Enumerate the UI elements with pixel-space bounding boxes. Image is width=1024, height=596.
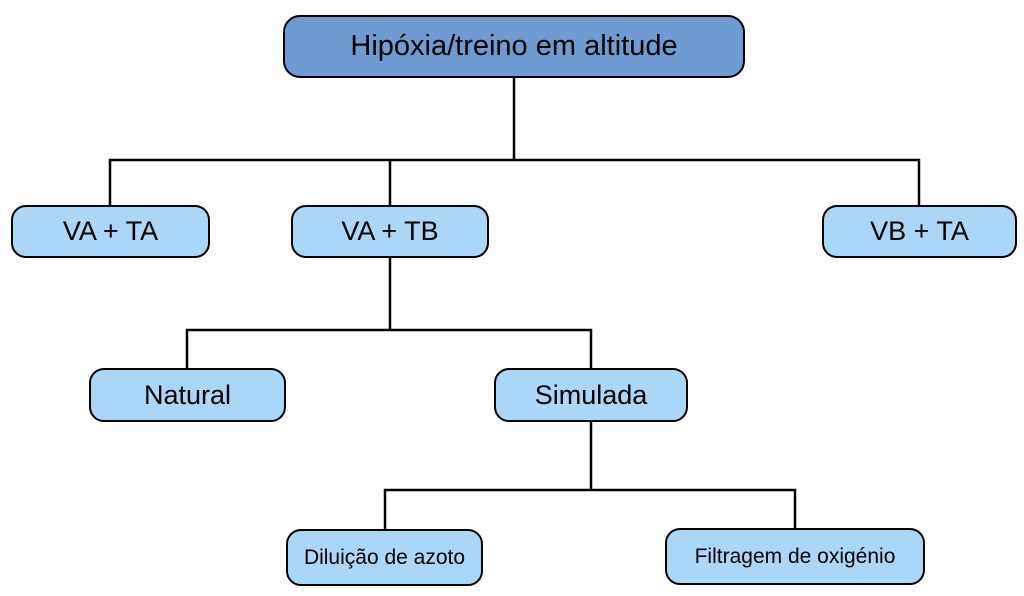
node-label: Hipóxia/treino em altitude [350, 30, 678, 62]
node-label: Diluição de azoto [303, 546, 466, 569]
node-label: VA + TA [62, 216, 159, 246]
node-label: Simulada [534, 379, 648, 410]
node-diluicao-de-azoto: Diluição de azoto [286, 529, 483, 586]
node-natural: Natural [89, 368, 286, 422]
node-label: Filtragem de oxigénio [694, 545, 896, 568]
node-hipoxia-treino-em-altitude: Hipóxia/treino em altitude [283, 15, 745, 78]
node-va-tb: VA + TB [291, 205, 489, 258]
node-label: VA + TB [341, 216, 439, 246]
node-label: Natural [143, 379, 232, 410]
node-label: VB + TA [870, 216, 969, 246]
node-vb-ta: VB + TA [822, 205, 1017, 258]
node-simulada: Simulada [494, 368, 688, 422]
node-va-ta: VA + TA [11, 205, 210, 258]
node-filtragem-de-oxigenio: Filtragem de oxigénio [665, 528, 925, 585]
